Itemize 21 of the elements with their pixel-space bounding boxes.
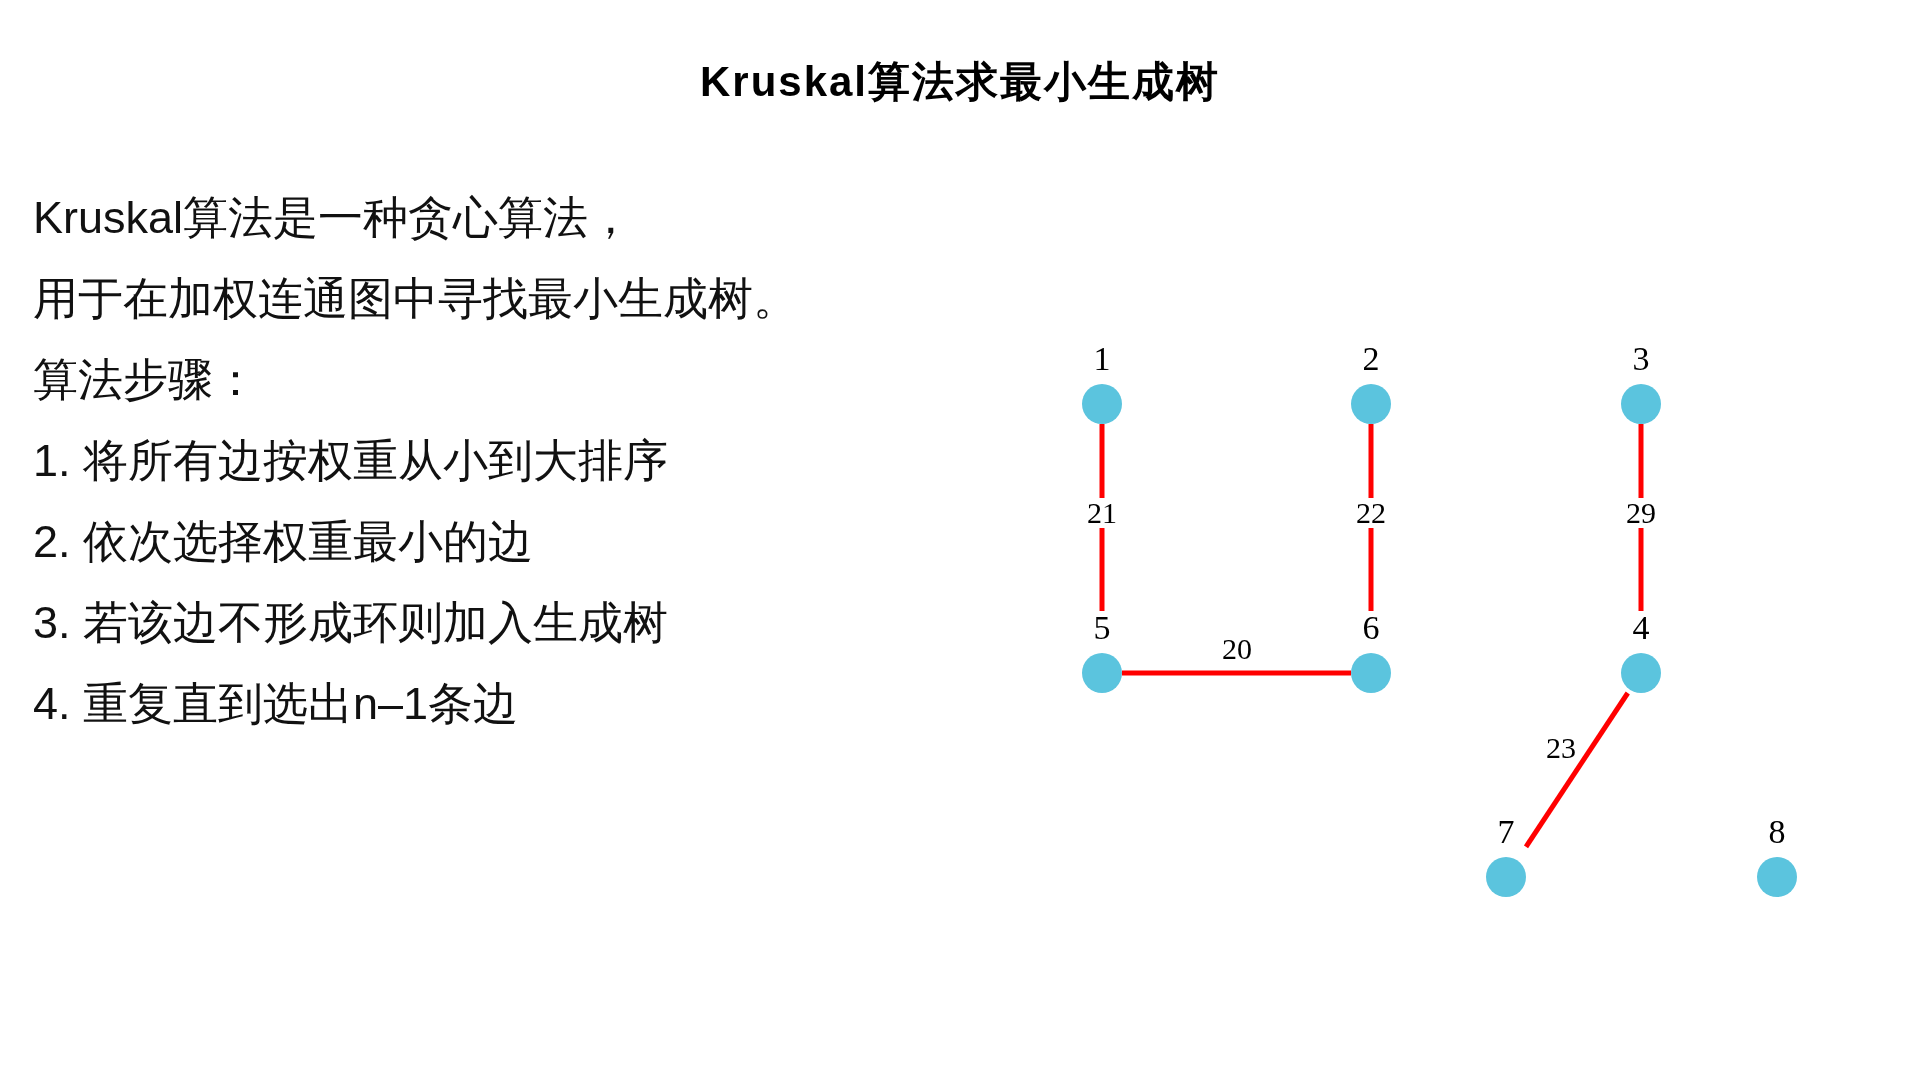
edge-line [1523,691,1630,849]
body-text: 4. 重复直到选出n–1条边 [33,677,519,731]
edge-weight-label: 29 [1624,498,1658,528]
vertex-label: 5 [1093,611,1111,645]
body-text: 算法步骤： [33,353,258,407]
vertex-label: 3 [1632,342,1650,376]
body-text: 3. 若该边不形成环则加入生成树 [33,596,669,650]
diagram-title: Kruskal算法求最小生成树 [699,58,1221,106]
edge-weight-label: 21 [1085,498,1119,528]
edge-weight-label: 22 [1354,498,1388,528]
vertex-label: 7 [1497,815,1515,849]
vertex-label: 2 [1362,342,1380,376]
vertex-label: 6 [1362,611,1380,645]
vertex-label: 4 [1632,611,1650,645]
vertex-label: 8 [1768,815,1786,849]
body-text: 2. 依次选择权重最小的边 [33,515,534,569]
body-text: 1. 将所有边按权重从小到大排序 [33,434,669,488]
body-text: Kruskal算法是一种贪心算法， [33,191,634,245]
vertex-label: 1 [1093,342,1111,376]
edge-line [1122,670,1351,676]
body-text: 用于在加权连通图中寻找最小生成树。 [33,272,798,326]
